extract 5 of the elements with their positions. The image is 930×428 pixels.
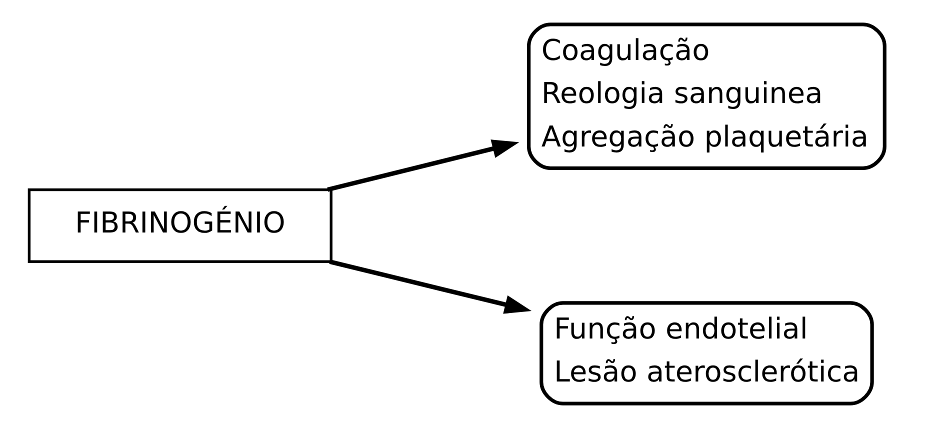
node-box: Função endotelial Lesão aterosclerótica [540,301,874,406]
node-box: FIBRINOGÉNIO [28,188,332,263]
arrow [327,140,520,192]
arrow [329,260,532,314]
node-box: Coagulação Reologia sanguinea Agregação plaquetária [527,22,886,170]
